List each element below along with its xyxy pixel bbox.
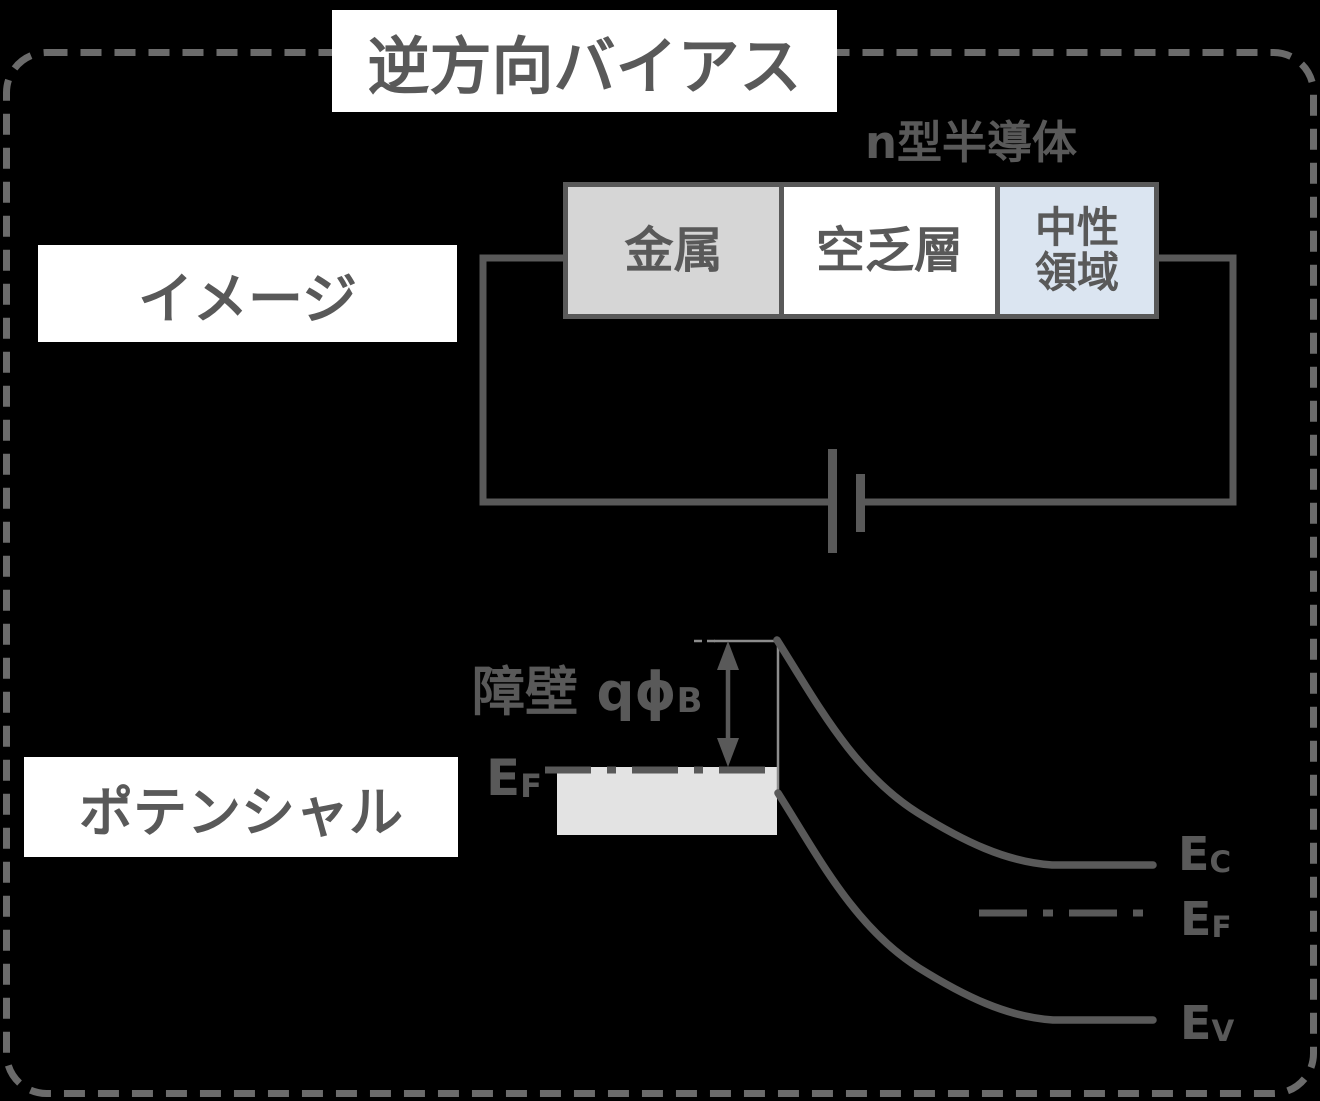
- neutral-region-box: 中性 領域: [1000, 187, 1154, 314]
- metal-box: 金属: [568, 187, 784, 314]
- conduction-band-label: EC: [1178, 827, 1232, 881]
- conduction-band-curve: [773, 636, 1157, 869]
- depletion-layer-label: 空乏層: [815, 221, 963, 279]
- wire-right: [865, 254, 1237, 506]
- potential-section-label-box: ポテンシャル: [24, 757, 458, 857]
- image-section-label-box: イメージ: [38, 245, 457, 342]
- barrier-label: 障壁 qϕB: [472, 662, 703, 723]
- metal-band-block: [557, 767, 777, 835]
- page-title: 逆方向バイアス: [367, 30, 802, 103]
- fermi-metal-label: EF: [486, 749, 543, 807]
- depletion-layer-box: 空乏層: [784, 187, 1000, 314]
- metal-label: 金属: [624, 221, 723, 279]
- n-type-semiconductor-label: n型半導体: [864, 116, 1078, 169]
- valence-band-curve: [774, 789, 1157, 1024]
- title-box: 逆方向バイアス: [332, 10, 837, 112]
- barrier-arrow-head-down: [717, 738, 739, 767]
- image-section-label: イメージ: [138, 266, 357, 331]
- potential-section-label: ポテンシャル: [79, 780, 403, 844]
- wire-left: [479, 254, 828, 506]
- junction-structure: 金属 空乏層 中性 領域: [563, 182, 1159, 319]
- neutral-region-label: 中性 領域: [1034, 202, 1119, 297]
- barrier-arrow-head-up: [717, 641, 739, 670]
- fermi-semi-label: EF: [1180, 892, 1232, 946]
- valence-band-label: EV: [1180, 996, 1235, 1050]
